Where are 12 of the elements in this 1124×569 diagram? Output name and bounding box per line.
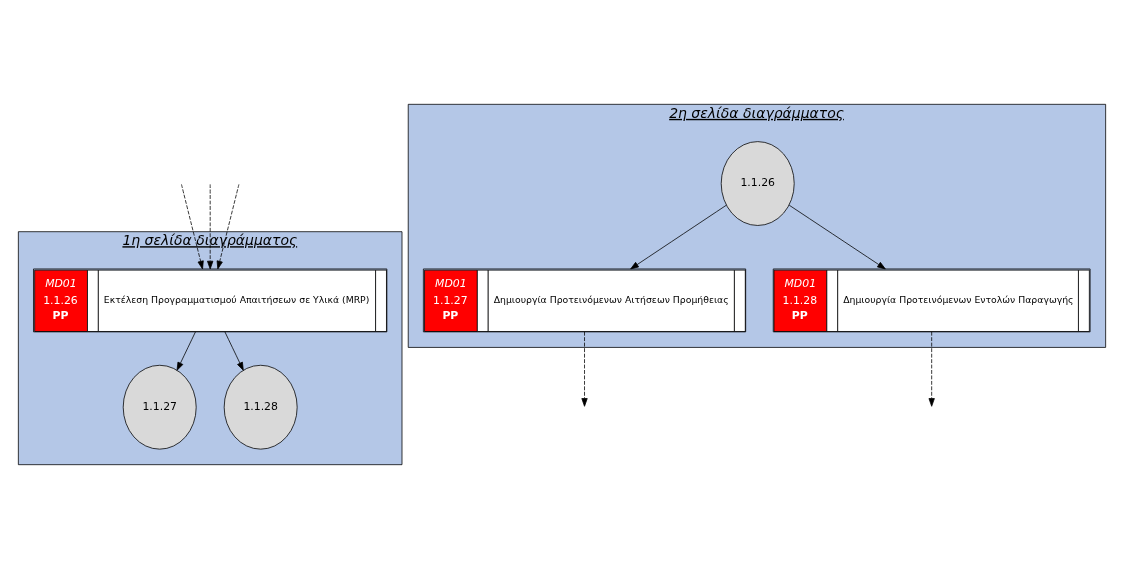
- arrow: [216, 184, 240, 270]
- arrow: [176, 331, 196, 371]
- arrow: [928, 331, 935, 407]
- arrow: [207, 184, 214, 270]
- arrow: [181, 184, 204, 270]
- node-ellipse: 1.1.27: [122, 364, 197, 450]
- arrow: [224, 331, 244, 371]
- node-ellipse: 1.1.26: [720, 141, 795, 226]
- arrow: [630, 204, 727, 270]
- node-ellipse: 1.1.28: [223, 364, 298, 450]
- arrow: [581, 331, 588, 407]
- arrow: [788, 204, 886, 270]
